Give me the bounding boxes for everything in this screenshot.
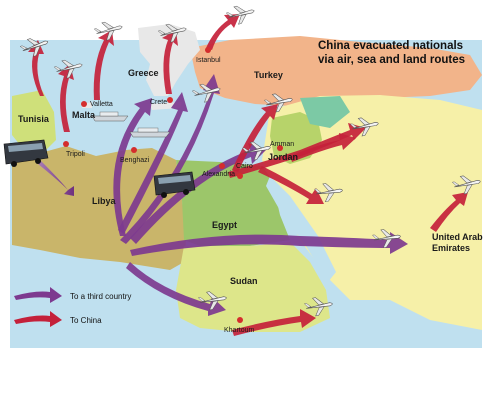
arrow-purple-route bbox=[130, 232, 408, 256]
legend-arrow-third-country bbox=[14, 287, 62, 303]
arrow-red-route bbox=[430, 192, 468, 232]
city-dot-valletta bbox=[81, 101, 87, 107]
region-syria bbox=[300, 96, 350, 128]
plane-icon bbox=[92, 17, 125, 43]
label-amman: Amman bbox=[270, 141, 294, 148]
city-dot-benghazi bbox=[131, 147, 137, 153]
label-greece: Greece bbox=[128, 68, 159, 78]
label-benghazi: Benghazi bbox=[120, 157, 150, 164]
label-malta: Malta bbox=[72, 110, 96, 120]
arrow-red-route bbox=[162, 30, 178, 94]
label-alexandria: Alexandria bbox=[202, 171, 235, 178]
label-libya: Libya bbox=[92, 196, 117, 206]
country-tunisia bbox=[12, 90, 56, 152]
label-egypt: Egypt bbox=[212, 220, 237, 230]
arrow-red-route bbox=[28, 40, 44, 96]
city-dot-khartoum bbox=[237, 317, 243, 323]
city-dot-alexandria bbox=[219, 163, 225, 169]
label-valletta: Valletta bbox=[90, 101, 113, 108]
label-tripoli: Tripoli bbox=[66, 151, 85, 158]
city-dot-istanbul bbox=[205, 47, 211, 53]
bus-icon bbox=[153, 171, 196, 198]
label-istanbul: Istanbul bbox=[196, 57, 221, 64]
arrow-red-route bbox=[232, 309, 316, 336]
country-turkey bbox=[190, 36, 482, 106]
buses bbox=[3, 139, 196, 198]
city-dots bbox=[63, 47, 283, 323]
legend: To a third country To China bbox=[14, 287, 131, 327]
arrow-red-route bbox=[290, 133, 356, 162]
label-cairo: Cairo bbox=[236, 163, 253, 170]
map-title-line1: China evacuated nationals bbox=[318, 40, 463, 52]
ships bbox=[91, 111, 171, 138]
arrow-purple-route bbox=[113, 98, 152, 236]
city-dot-cairo bbox=[237, 173, 243, 179]
label-uae-line2: Emirates bbox=[432, 243, 470, 253]
red-sea bbox=[266, 176, 336, 282]
label-turkey: Turkey bbox=[254, 70, 283, 80]
legend-label-to-china: To China bbox=[70, 316, 102, 325]
legend-label-third-country: To a third country bbox=[70, 292, 131, 301]
label-tunisia: Tunisia bbox=[18, 114, 50, 124]
label-sudan: Sudan bbox=[230, 276, 258, 286]
arrow-red-route bbox=[232, 104, 278, 172]
label-uae-line1: United Arab bbox=[432, 232, 483, 242]
legend-arrow-to-china bbox=[14, 311, 62, 327]
label-crete: Crete bbox=[150, 99, 167, 106]
arrow-red-route bbox=[228, 123, 366, 178]
arrows-to-china bbox=[28, 14, 468, 336]
ship-icon bbox=[129, 127, 171, 138]
arrow-purple-route bbox=[130, 143, 266, 244]
label-khartoum: Khartoum bbox=[224, 327, 255, 334]
arrow-red-route bbox=[258, 166, 324, 204]
city-dot-crete bbox=[167, 97, 173, 103]
bus-icon bbox=[3, 139, 49, 167]
arrow-red-route bbox=[93, 30, 114, 100]
city-dot-tripoli bbox=[63, 141, 69, 147]
arrow-red-route bbox=[206, 14, 240, 50]
arrow-purple-route bbox=[118, 92, 188, 234]
city-dot-amman bbox=[277, 145, 283, 151]
arrow-purple-route bbox=[38, 160, 74, 196]
region-middle-east bbox=[262, 95, 482, 330]
arrow-red-route bbox=[58, 64, 74, 132]
map-title-line2: via air, sea and land routes bbox=[318, 54, 465, 66]
label-jordan: Jordan bbox=[268, 152, 298, 162]
ship-icon bbox=[91, 111, 129, 122]
